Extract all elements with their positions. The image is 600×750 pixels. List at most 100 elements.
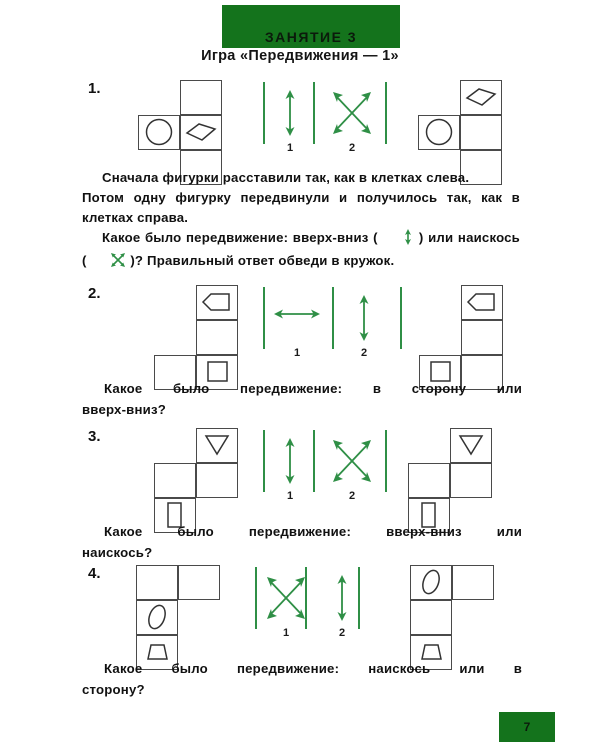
grid-cell — [410, 600, 452, 635]
rect-tall-icon — [421, 502, 436, 528]
grid-cell-circle — [138, 115, 180, 150]
exercise-1-number: 1. — [88, 80, 101, 97]
grid-cell — [154, 463, 196, 498]
grid-cell-trapezoid — [410, 635, 452, 670]
lesson-banner: ЗАНЯТИЕ 3 — [222, 5, 400, 48]
grid-cell-rect — [154, 498, 196, 533]
instruction-line-2: Потом одну фигурку передвинули и получил… — [82, 190, 520, 225]
instruction-line-3: Какое было передвижение: вверх-вниз ( ) … — [82, 228, 520, 274]
question-3: Какое было передвижение: вверх-вниз или … — [82, 521, 522, 563]
grid-cell — [408, 463, 450, 498]
grid-cell-diamond — [460, 80, 502, 115]
question-2-line-2: вверх-вниз? — [82, 402, 166, 417]
question-3-line-2: наискось? — [82, 545, 153, 560]
exercise-3: 3. 1 2 — [0, 428, 600, 533]
option-2-label: 2 — [338, 627, 346, 639]
instruction-line-3a: Какое было передвижение: вверх-вниз ( — [102, 230, 378, 245]
option-divider — [332, 287, 334, 349]
grid-cell-rect — [408, 498, 450, 533]
square-icon — [430, 361, 451, 382]
grid-cell-pentagon — [196, 285, 238, 320]
grid-cell — [180, 80, 222, 115]
exercise-4-number: 4. — [88, 565, 101, 582]
grid-cell-circle — [418, 115, 460, 150]
grid-cell — [461, 355, 503, 390]
option-divider — [263, 430, 265, 492]
option-2-arrow-diagonal[interactable] — [328, 436, 376, 491]
option-divider — [313, 82, 315, 144]
triangle-down-icon — [458, 435, 484, 456]
option-divider — [385, 430, 387, 492]
grid-cell — [196, 320, 238, 355]
grid-cell — [154, 355, 196, 390]
exercise-2-right-figure — [419, 285, 509, 390]
grid-cell — [180, 150, 222, 185]
option-1-arrow-diagonal[interactable] — [262, 573, 310, 628]
instruction-paragraph: Сначала фигурки расставили так, как в кл… — [82, 168, 520, 274]
ellipse-icon — [148, 604, 166, 630]
option-2-label: 2 — [348, 490, 356, 502]
question-2: Какое было передвижение: в сторону или в… — [82, 378, 522, 420]
option-2-arrow-vertical[interactable] — [352, 293, 376, 348]
exercise-1-right-figure — [418, 80, 508, 185]
instruction-line-3c: )? Правильный ответ обведи в кружок. — [130, 253, 395, 268]
option-2-label: 2 — [360, 347, 368, 359]
grid-cell-square — [196, 355, 238, 390]
exercise-3-right-figure — [408, 428, 498, 533]
grid-cell-ellipse — [410, 565, 452, 600]
exercise-2: 2. 1 2 — [0, 285, 600, 390]
diamond-icon — [465, 88, 497, 106]
rect-tall-icon — [167, 502, 182, 528]
circle-icon — [145, 118, 173, 146]
trapezoid-icon — [147, 644, 168, 660]
grid-cell-triangle — [196, 428, 238, 463]
option-2-arrow-vertical[interactable] — [330, 573, 354, 628]
question-4: Какое было передвижение: наискось или в … — [82, 658, 522, 700]
lesson-banner-label: ЗАНЯТИЕ 3 — [264, 29, 358, 45]
circle-icon — [425, 118, 453, 146]
exercise-2-number: 2. — [88, 285, 101, 302]
page-number-badge: 7 — [499, 712, 555, 742]
exercise-4: 4. 1 2 — [0, 565, 600, 670]
option-divider — [313, 430, 315, 492]
instruction-line-3b: ) или наискось ( — [82, 230, 520, 268]
option-divider — [385, 82, 387, 144]
grid-cell — [452, 565, 494, 600]
page-title: Игра «Передвижения — 1» — [201, 48, 399, 64]
square-icon — [207, 361, 228, 382]
diagonal-cross-icon — [90, 252, 126, 274]
grid-cell-trapezoid — [136, 635, 178, 670]
exercise-4-left-figure — [136, 565, 226, 670]
vertical-arrow-icon — [382, 229, 414, 251]
option-2-label: 2 — [348, 142, 356, 154]
option-2-arrow-diagonal[interactable] — [328, 88, 376, 143]
grid-cell-pentagon — [461, 285, 503, 320]
triangle-down-icon — [204, 435, 230, 456]
question-2-line-1: Какое было передвижение: в сторону или — [104, 381, 522, 396]
grid-cell — [196, 463, 238, 498]
option-1-label: 1 — [282, 627, 290, 639]
grid-cell — [461, 320, 503, 355]
question-4-line-2: сторону? — [82, 682, 145, 697]
exercise-1-left-figure — [138, 80, 228, 185]
option-1-arrow-vertical[interactable] — [278, 88, 302, 143]
grid-cell-triangle — [450, 428, 492, 463]
exercise-3-left-figure — [154, 428, 244, 533]
grid-cell-square — [419, 355, 461, 390]
pentagon-left-icon — [201, 293, 230, 311]
option-1-label: 1 — [286, 490, 294, 502]
option-divider — [305, 567, 307, 629]
grid-cell — [178, 565, 220, 600]
option-divider — [358, 567, 360, 629]
instruction-line-1: Сначала фигурки расставили так, как в кл… — [102, 170, 470, 185]
option-divider — [255, 567, 257, 629]
exercise-3-number: 3. — [88, 428, 101, 445]
option-1-arrow-vertical[interactable] — [278, 436, 302, 491]
option-1-arrow-horizontal[interactable] — [272, 305, 322, 328]
pentagon-left-icon — [466, 293, 495, 311]
exercise-4-right-figure — [410, 565, 500, 670]
page-number: 7 — [523, 720, 531, 734]
grid-cell-diamond — [180, 115, 222, 150]
question-3-line-1: Какое было передвижение: вверх-вниз или — [104, 524, 522, 539]
question-4-line-1: Какое было передвижение: наискось или в — [104, 661, 522, 676]
